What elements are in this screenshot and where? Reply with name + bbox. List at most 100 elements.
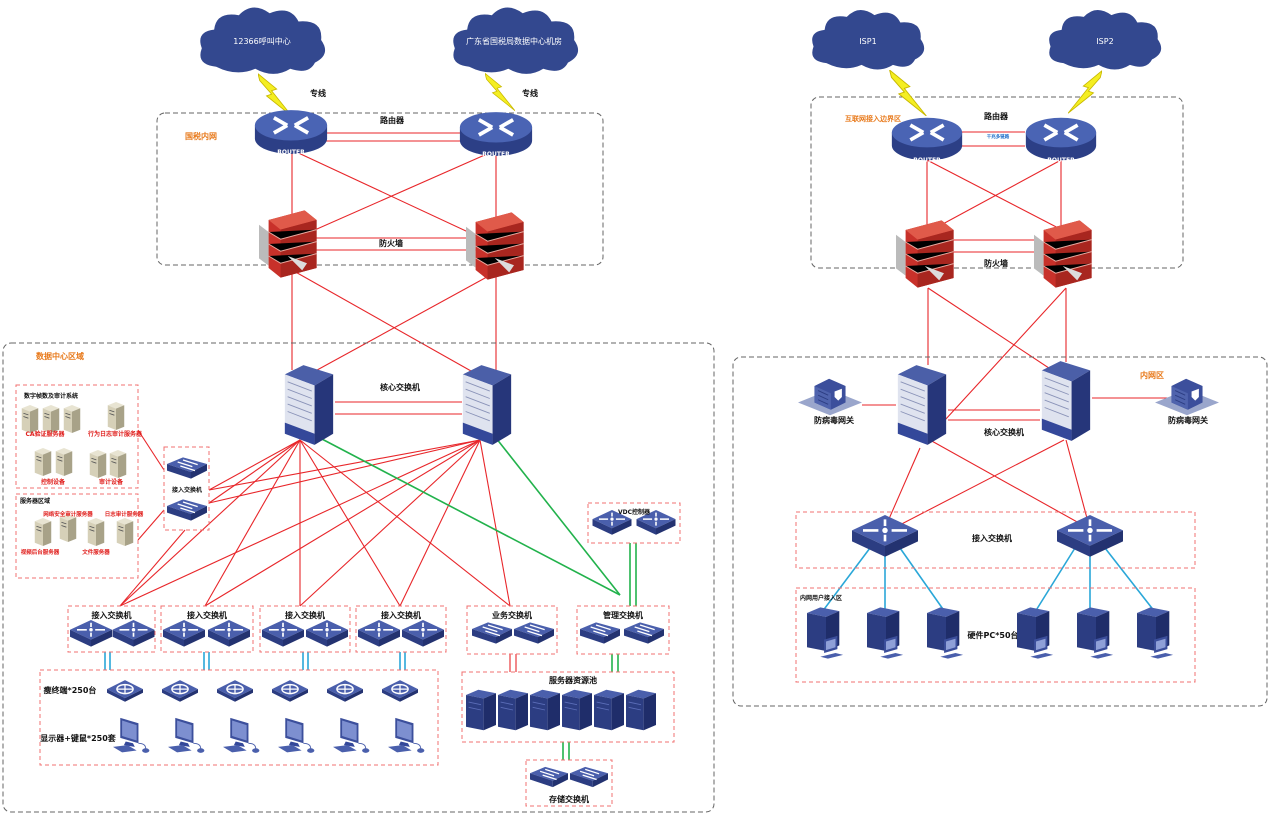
datacenter-zone-box <box>2 342 715 813</box>
access-group-box-4 <box>355 605 447 653</box>
switch-icon <box>167 456 207 480</box>
link-line <box>204 439 301 607</box>
link-line <box>137 509 165 541</box>
router-icon: ROUTER <box>1024 115 1098 164</box>
access-switch-icon <box>70 620 112 648</box>
link-line <box>119 439 481 607</box>
access-switch-label: 接入交换机 <box>171 486 202 494</box>
svg-text:ROUTER: ROUTER <box>277 149 305 156</box>
audit-device-label: 审计设备 <box>99 478 124 486</box>
server-icon <box>116 518 134 546</box>
switch-icon <box>570 766 608 788</box>
svg-text:ROUTER: ROUTER <box>482 151 510 158</box>
firewall-icon <box>896 219 955 289</box>
leased-line-label: 专线 <box>522 88 538 98</box>
link-line <box>479 439 511 607</box>
svg-text:ROUTER: ROUTER <box>1047 157 1075 164</box>
access-group-box-1 <box>67 605 156 653</box>
firewall-icon <box>1034 219 1093 289</box>
link-line <box>119 439 301 607</box>
thin-client-icon <box>107 679 143 702</box>
link-line <box>208 439 301 504</box>
link-line <box>929 439 1089 529</box>
router-icon: ROUTER <box>890 115 964 164</box>
server-icon <box>34 518 52 546</box>
firewall-icon <box>465 211 525 281</box>
monitor-icon <box>113 717 150 754</box>
monitor-icon <box>388 717 425 754</box>
router-icon: ROUTER <box>253 108 329 156</box>
cloud-isp2: ISP2 <box>1049 9 1162 70</box>
access-group-label: 接入交换机 <box>381 610 421 620</box>
thin-client-icon <box>327 679 363 702</box>
server-icon <box>59 514 77 542</box>
server-icon <box>466 689 496 731</box>
server-icon <box>109 450 127 478</box>
access-switch-icon <box>208 620 250 648</box>
core-switch-icon <box>462 364 512 446</box>
server-icon <box>55 448 73 476</box>
link-line <box>291 149 497 241</box>
link-line <box>495 437 621 596</box>
link-line <box>926 159 1067 233</box>
link-line <box>884 447 921 529</box>
user-zone-box <box>795 587 1196 683</box>
server-icon <box>594 689 624 731</box>
monitor-kbm-label: 显示器+键鼠*250套 <box>40 733 117 743</box>
switch-icon <box>580 621 620 645</box>
thin-client-icon <box>272 679 308 702</box>
cloud-isp1: ISP1 <box>812 9 925 70</box>
pc-icon <box>867 607 904 659</box>
links-layer <box>104 128 1170 760</box>
thin-client-icon <box>162 679 198 702</box>
audit-system-title: 数字帧数及审计系统 <box>24 392 78 400</box>
link-line <box>319 437 621 596</box>
monitor-icon <box>278 717 315 754</box>
log-audit-server-label: 日志审计服务器 <box>105 510 144 518</box>
link-line <box>137 429 165 471</box>
storage-switch-box <box>525 759 613 807</box>
switch-icon <box>530 766 568 788</box>
internet-zone-box <box>810 96 1184 269</box>
access-switch-label: 接入交换机 <box>972 533 1012 543</box>
access-group-box-2 <box>160 605 254 653</box>
router-icon: ROUTER <box>458 110 534 158</box>
server-icon <box>498 689 528 731</box>
server-icon <box>562 689 592 731</box>
svg-text:ROUTER: ROUTER <box>913 157 941 164</box>
core-switch-label: 核心交换机 <box>984 427 1024 437</box>
link-line <box>899 547 946 613</box>
file-server-label: 文件服务器 <box>82 548 110 556</box>
antivirus-gateway-label: 防病毒网关 <box>814 415 854 425</box>
router-label: 路由器 <box>380 115 405 125</box>
intranet-zone-label: 国税内网 <box>185 131 217 141</box>
management-switch-box <box>576 605 670 655</box>
terminal-box <box>39 669 439 766</box>
server-pool-box <box>461 671 675 743</box>
storage-switch-label: 存储交换机 <box>548 794 589 804</box>
link-line <box>299 439 511 607</box>
pc-icon <box>1017 607 1054 659</box>
user-zone-label: 内网用户接入区 <box>800 594 842 602</box>
netsec-audit-server-label: 网络安全审计服务器 <box>43 510 93 518</box>
link-line <box>307 271 497 376</box>
access-switch-box <box>163 446 210 531</box>
gigabit-link-label: 千兆多链路 <box>987 133 1010 140</box>
server-icon <box>87 518 105 546</box>
antivirus-gateway-label: 防病毒网关 <box>1168 415 1208 425</box>
thin-client-label: 瘦终端*250台 <box>44 685 97 695</box>
access-group-label: 接入交换机 <box>92 610 132 620</box>
link-line <box>299 439 401 607</box>
firewall-label: 防火墙 <box>984 258 1008 268</box>
link-line <box>119 529 186 607</box>
server-icon <box>21 405 39 433</box>
access-group-label: 接入交换机 <box>285 610 325 620</box>
server-icon <box>63 405 81 433</box>
link-line <box>1034 547 1076 613</box>
antivirus-gateway-icon <box>1155 378 1219 416</box>
lightning-icon <box>1068 70 1102 114</box>
link-line <box>291 149 497 246</box>
vdc-label: VDC控制器 <box>618 508 651 516</box>
lightning-icon <box>889 70 927 116</box>
link-line <box>1104 547 1156 613</box>
